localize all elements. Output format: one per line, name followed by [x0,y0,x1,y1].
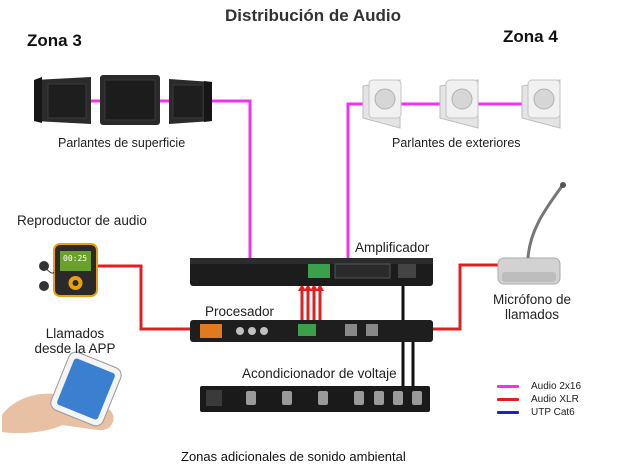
app-calls-label-line2: desde la APP [34,341,116,356]
microphone-label: Micrófono de llamados [487,292,577,322]
legend-swatch [497,411,519,414]
voltage-conditioner-label: Acondicionador de voltaje [242,366,397,381]
surface-speaker-1 [34,77,91,124]
outdoor-speaker-1 [362,79,402,129]
speaker-cables [91,99,522,262]
surface-speaker-2 [100,75,160,125]
surface-speakers-label: Parlantes de superficie [58,136,186,150]
surface-speakers [34,75,212,125]
outdoor-speakers-label: Parlantes de exteriores [392,136,521,150]
legend: Audio 2x16 Audio XLR UTP Cat6 [497,380,581,419]
processor [190,320,433,342]
cable-surface-speakers-to-amplifier [207,99,252,262]
cable-outdoor-speakers-to-amplifier [346,102,365,262]
surface-speaker-3 [169,79,212,124]
microphone [497,182,566,285]
audio-player [39,243,98,297]
legend-item-audio-xlr: Audio XLR [497,393,581,406]
cable-microphone-to-processor [432,263,499,331]
xlr-cables [97,263,499,331]
microphone-label-line1: Micrófono de [492,292,572,307]
legend-item-utp-cat6: UTP Cat6 [497,406,581,419]
processor-label: Procesador [205,304,275,319]
legend-label: UTP Cat6 [531,407,575,418]
voltage-conditioner [200,386,430,412]
footer-caption: Zonas adicionales de sonido ambiental [181,449,406,464]
app-calls-label-line1: Llamados [45,326,105,341]
outdoor-speaker-3 [521,79,561,129]
amplifier-label: Amplificador [355,240,430,255]
zone-3-label: Zona 3 [27,31,82,50]
phone-in-hand [2,351,122,434]
outdoor-speakers [362,79,561,129]
diagram-title: Distribución de Audio [225,6,401,25]
outdoor-speaker-2 [439,79,479,129]
legend-swatch [497,385,519,388]
zone-4-label: Zona 4 [503,27,558,46]
legend-label: Audio 2x16 [531,381,582,392]
player-screen-text: 00:25 [63,254,88,263]
legend-swatch [497,398,519,401]
legend-label: Audio XLR [531,394,579,405]
microphone-label-line2: llamados [504,307,560,322]
app-calls-label: Llamados desde la APP [20,326,130,356]
cable-player-to-processor [97,264,190,331]
audio-player-label: Reproductor de audio [17,213,147,228]
amplifier [190,258,433,286]
legend-item-audio-2x16: Audio 2x16 [497,380,581,393]
